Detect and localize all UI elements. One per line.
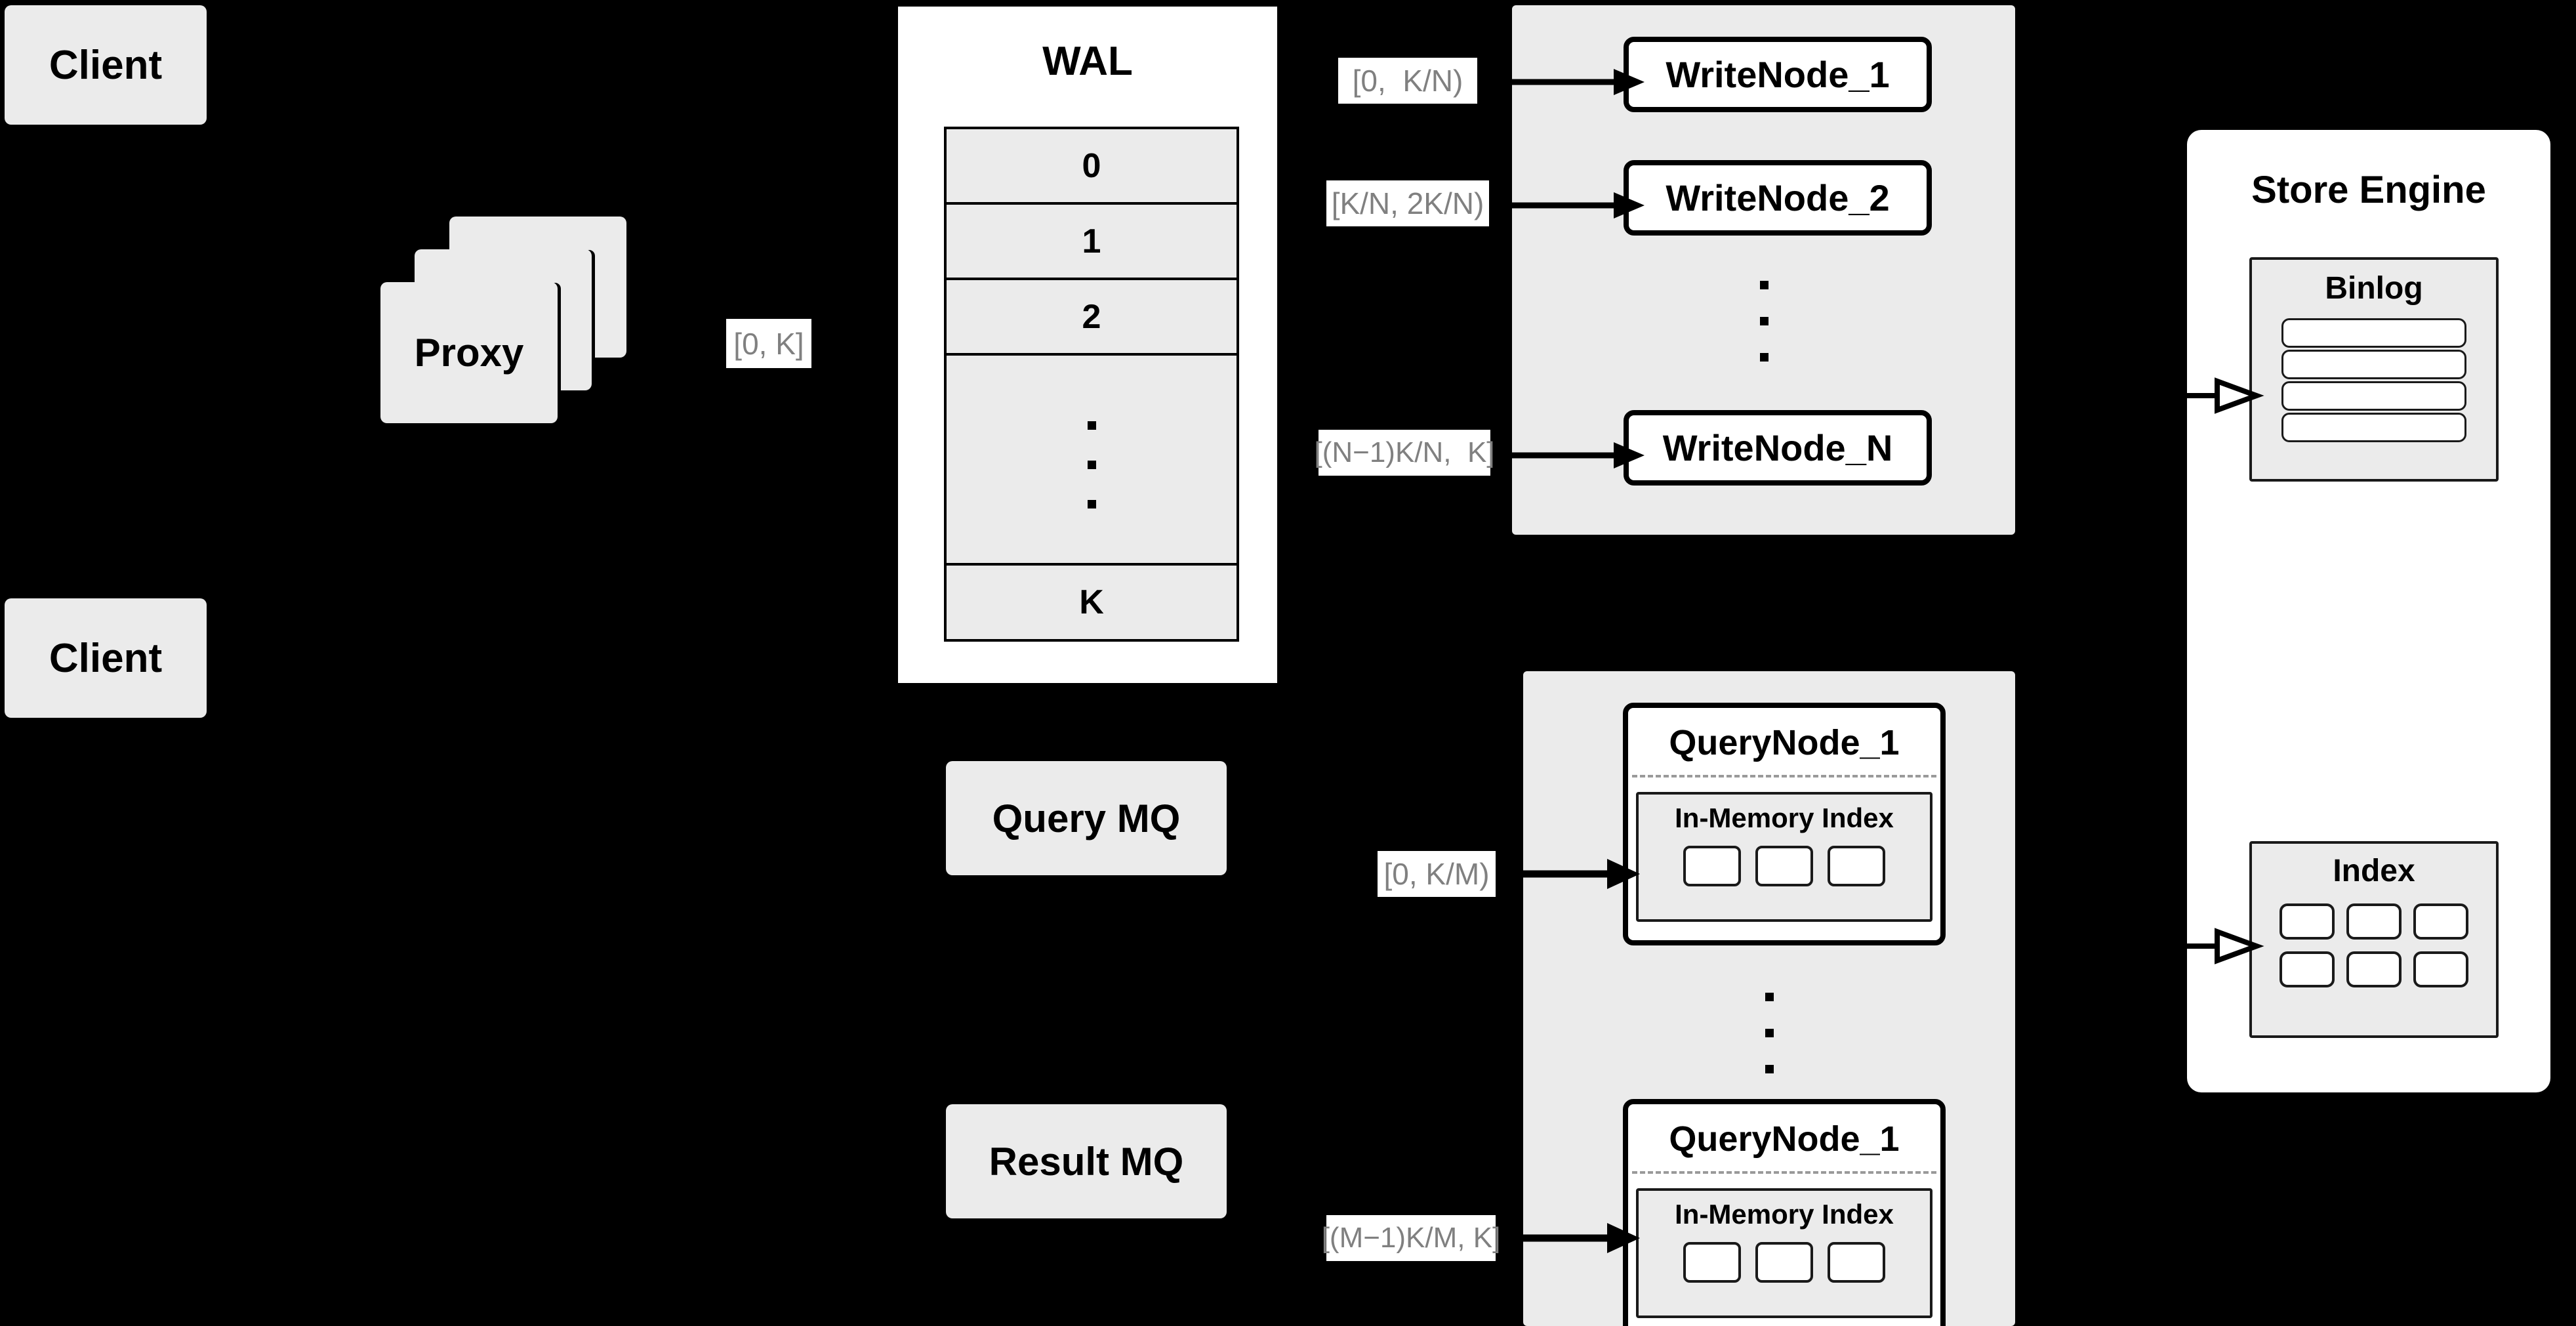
in-memory-index-cell xyxy=(1683,846,1741,886)
binlog-box: Binlog xyxy=(2249,257,2499,482)
wal-row: 1 xyxy=(947,205,1237,280)
index-cell xyxy=(2280,951,2335,987)
query-node-1-in-memory-index: In-Memory Index xyxy=(1636,792,1932,922)
index-cell xyxy=(2413,951,2468,987)
index-cell xyxy=(2346,903,2402,940)
query-node-2-separator xyxy=(1632,1171,1936,1174)
in-memory-index-title: In-Memory Index xyxy=(1675,802,1894,833)
arrow-to-index xyxy=(2177,928,2264,964)
write-node-1[interactable]: WriteNode_1 xyxy=(1624,37,1932,112)
binlog-bar xyxy=(2281,318,2466,348)
wal-row-ellipsis xyxy=(947,356,1237,566)
write-node-n[interactable]: WriteNode_N xyxy=(1624,410,1932,486)
index-cell xyxy=(2280,903,2335,940)
write-node-n-label: WriteNode_N xyxy=(1662,427,1893,468)
query-node-2-range-label: [(M−1)K/M, K] xyxy=(1322,1215,1500,1261)
query-mq-node[interactable]: Query MQ xyxy=(946,761,1227,875)
query-node-1[interactable]: QueryNode_1 In-Memory Index xyxy=(1623,703,1946,945)
write-node-1-range-label: [0, K/N) xyxy=(1338,58,1477,104)
write-node-cluster: WriteNode_1 WriteNode_2 WriteNode_N xyxy=(1512,5,2015,535)
proxy-sheet-front: Proxy xyxy=(380,282,558,423)
query-node-1-separator xyxy=(1632,775,1936,777)
index-title: Index xyxy=(2333,854,2415,888)
result-mq-node[interactable]: Result MQ xyxy=(946,1104,1227,1218)
write-node-2[interactable]: WriteNode_2 xyxy=(1624,160,1932,236)
client-node-2[interactable]: Client xyxy=(5,598,207,718)
arrow-to-query-node-2 xyxy=(1502,1223,1640,1253)
wal-row: K xyxy=(947,566,1237,638)
in-memory-index-cell xyxy=(1828,846,1885,886)
index-box: Index xyxy=(2249,841,2499,1038)
result-mq-label: Result MQ xyxy=(989,1139,1184,1184)
wal-title: WAL xyxy=(1042,39,1133,84)
proxy-range-label: [0, K] xyxy=(726,319,811,368)
wal-row: 0 xyxy=(947,129,1237,205)
proxy-label: Proxy xyxy=(414,331,524,375)
arrow-to-write-node-n xyxy=(1499,442,1645,468)
index-cell xyxy=(2413,903,2468,940)
query-node-2[interactable]: QueryNode_1 In-Memory Index xyxy=(1623,1099,1946,1326)
binlog-bar xyxy=(2281,381,2466,411)
write-node-ellipsis xyxy=(1512,281,2015,392)
query-node-cluster: QueryNode_1 In-Memory Index xyxy=(1523,671,2015,1326)
store-engine-panel: Store Engine Binlog Index xyxy=(2187,130,2550,1092)
in-memory-index-cell xyxy=(1683,1242,1741,1283)
query-node-2-in-memory-index: In-Memory Index xyxy=(1636,1188,1932,1318)
wal-table: 0 1 2 K xyxy=(944,127,1239,642)
write-node-2-label: WriteNode_2 xyxy=(1666,177,1890,218)
query-node-ellipsis xyxy=(1523,993,2015,1104)
client-node-1[interactable]: Client xyxy=(5,5,207,125)
in-memory-index-title: In-Memory Index xyxy=(1675,1199,1894,1230)
binlog-title: Binlog xyxy=(2325,271,2423,306)
query-mq-label: Query MQ xyxy=(992,796,1181,840)
index-cell xyxy=(2346,951,2402,987)
arrow-to-binlog xyxy=(2177,377,2264,414)
query-node-1-label: QueryNode_1 xyxy=(1669,723,1900,762)
arrow-to-query-node-1 xyxy=(1502,859,1640,889)
query-node-2-label: QueryNode_1 xyxy=(1669,1119,1900,1159)
query-node-1-range-label: [0, K/M) xyxy=(1378,851,1496,897)
arrow-to-write-node-1 xyxy=(1499,69,1645,95)
in-memory-index-cell xyxy=(1755,846,1813,886)
write-node-1-label: WriteNode_1 xyxy=(1666,54,1890,95)
in-memory-index-cell xyxy=(1755,1242,1813,1283)
wal-panel: WAL 0 1 2 K xyxy=(895,3,1280,686)
write-node-2-range-label: [K/N, 2K/N) xyxy=(1326,180,1489,226)
client-node-2-label: Client xyxy=(49,635,163,681)
write-node-n-range-label: [(N−1)K/N, K] xyxy=(1314,430,1495,476)
client-node-1-label: Client xyxy=(49,42,163,88)
arrow-to-write-node-2 xyxy=(1499,192,1645,218)
proxy-node[interactable]: Proxy xyxy=(380,217,669,433)
in-memory-index-cell xyxy=(1828,1242,1885,1283)
binlog-bar xyxy=(2281,413,2466,442)
binlog-bar xyxy=(2281,350,2466,379)
store-engine-title: Store Engine xyxy=(2251,169,2486,211)
wal-row: 2 xyxy=(947,280,1237,356)
